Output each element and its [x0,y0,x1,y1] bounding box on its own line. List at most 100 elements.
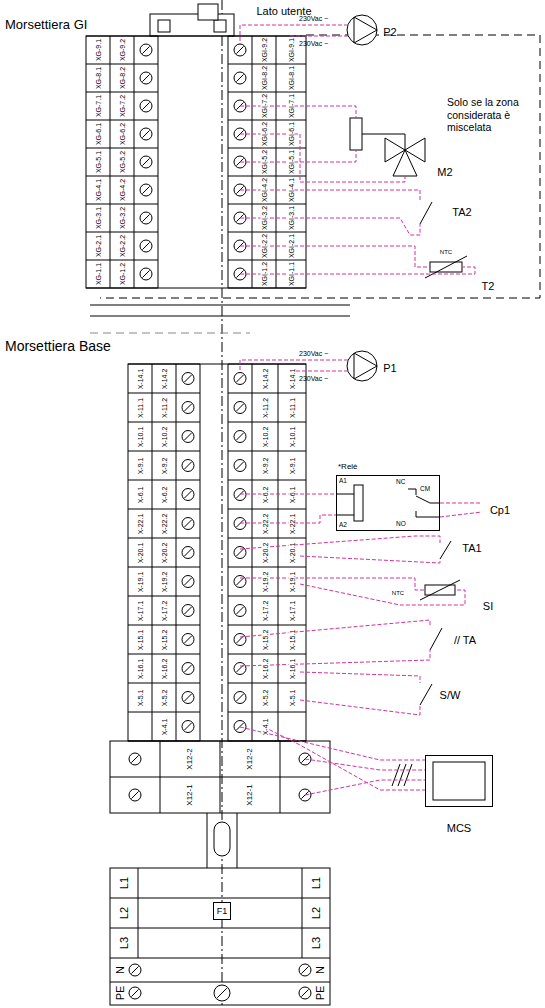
screw-slot [301,966,308,973]
terminal-label: X-9.2 [262,456,269,475]
terminal-screw [182,721,194,733]
wire [240,246,430,267]
text-label: // TA [454,635,476,646]
screw-slot [184,607,191,614]
terminal-block [110,741,330,813]
terminal-divider [128,538,200,539]
terminal-label: XG-5.1 [95,150,102,174]
terminal-label: X-19.1 [289,570,296,593]
terminal-label: X-11.2 [161,396,168,418]
valve-stem [405,134,406,150]
terminal-label: X-11.2 [262,396,269,418]
terminal-screw [140,156,152,168]
node-text: A1 [339,478,347,485]
text-label: N [315,966,326,974]
contact-symbol [430,628,442,650]
power-divider [110,898,330,899]
mcs-screen [433,762,485,800]
terminal-screw [140,44,152,56]
terminal-label: X-14.1 [289,367,296,390]
terminal-label: X-17.2 [262,599,269,622]
terminal-screw [182,663,194,675]
terminal-screw [234,460,246,472]
terminal-divider [128,509,200,510]
power-divider [110,982,330,983]
screw-slot [184,433,191,440]
din-clip [158,20,170,32]
wire [305,780,425,795]
terminal-divider [220,741,221,813]
mcs-outline [426,756,493,807]
terminal-screw [182,402,194,414]
terminal-label: X-10.1 [137,425,144,448]
terminal-label: XG-9.1 [95,38,102,62]
terminal-screw [129,964,141,976]
terminal-label: XGI-7.2 [261,93,268,119]
terminal-label: XG-3.1 [95,206,102,230]
power-divider [110,958,330,959]
terminal-label: X-19.2 [161,570,168,593]
terminal-label: XGI-6.1 [288,121,295,147]
screw-slot [142,242,149,249]
terminal-label: X-22.2 [161,512,168,535]
terminal-screw [182,634,194,646]
contact-symbol [420,202,432,224]
terminal-label: XG-5.2 [119,150,126,174]
screw-slot [184,723,191,730]
terminal-label: X-5.2 [161,688,168,707]
bus-mark [404,764,412,786]
screw-slot [142,214,149,221]
fuse-outline [214,903,231,920]
terminal-label: XGI-1.2 [261,261,268,287]
relay-coil [354,485,363,521]
terminal-label: X12-2 [186,747,194,770]
text-label: L3 [311,937,322,949]
terminal-divider [86,288,158,289]
rail-stem [237,813,238,868]
screw-slot [184,636,191,643]
terminal-divider [228,393,306,394]
terminal-label: X-5.2 [262,688,269,707]
terminal-label: X-17.1 [289,599,296,622]
terminal-divider [128,712,200,713]
text-label: SI [483,601,493,612]
terminal-divider [86,120,158,121]
terminal-label: X-16.1 [137,657,144,680]
terminal-label: X-6.2 [262,485,269,504]
terminal-screw [182,605,194,617]
node-text: F1 [213,907,231,916]
terminal-label: XGI-3.1 [288,205,295,231]
screw-slot [184,694,191,701]
terminal-divider [128,451,200,452]
terminal-divider [86,92,158,93]
separator-line [90,333,250,334]
terminal-screw [234,44,246,56]
relay-box-outline [336,475,440,531]
text-label: L1 [311,877,322,889]
terminal-screw [234,692,246,704]
terminal-screw [234,634,246,646]
terminal-screw [182,489,194,501]
user-side-region [100,35,540,298]
terminal-screw [234,402,246,414]
terminal-label: X-11.1 [289,396,296,418]
terminal-divider [228,596,306,597]
terminal-screw [234,547,246,559]
terminal-screw [129,753,141,765]
terminal-screw [140,240,152,252]
terminal-label: X-17.2 [161,599,168,622]
terminal-label: XGI-4.1 [288,177,295,203]
wire [240,650,430,666]
terminal-label: X-9.1 [137,456,144,475]
valve-symbol [393,150,417,176]
terminal-label: X-14.1 [137,367,144,390]
terminal-label: X-6.2 [161,485,168,504]
terminal-label: X-17.1 [137,599,144,622]
text-label: Cp1 [490,505,510,516]
wire [305,759,425,770]
terminal-label: X-15.1 [289,628,296,651]
terminal-divider [200,364,201,741]
terminal-label: XG-8.1 [95,66,102,90]
screw-slot [236,74,243,81]
rail-slot [214,822,230,856]
